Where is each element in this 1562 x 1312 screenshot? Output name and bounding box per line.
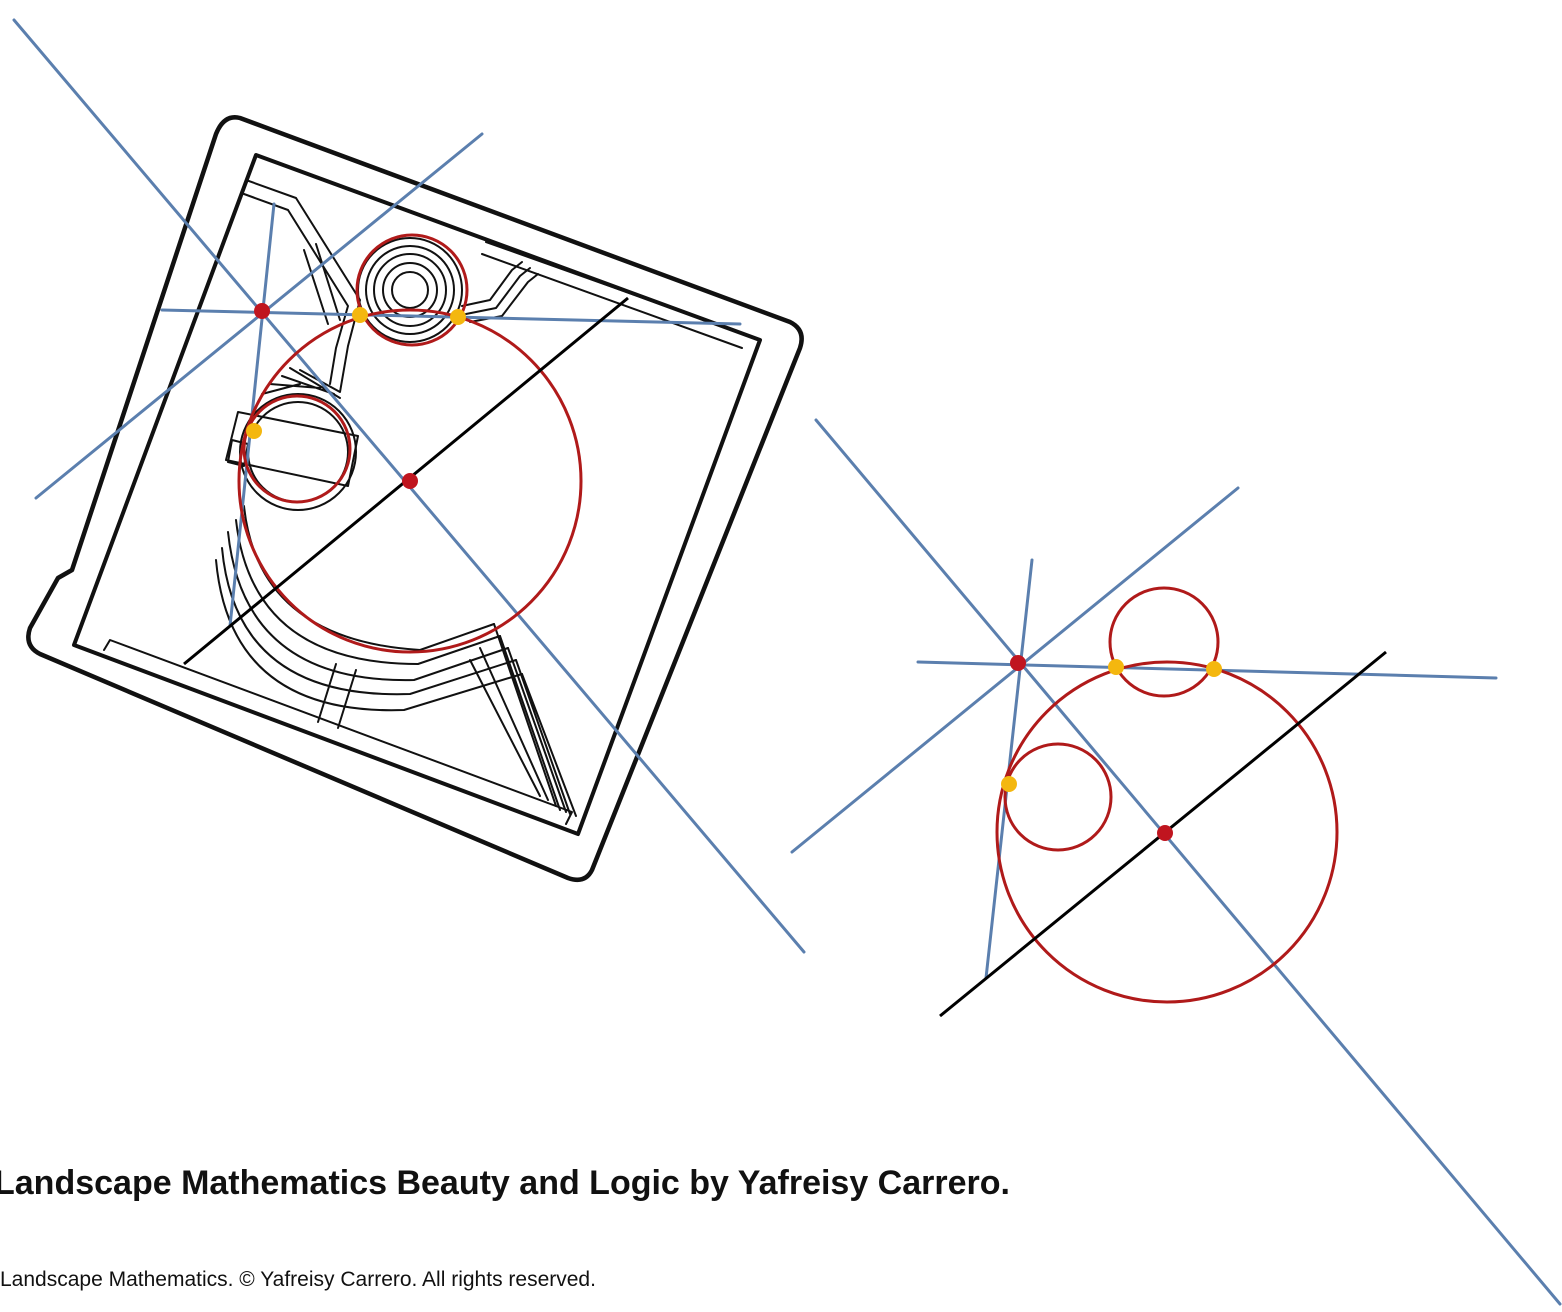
plan-top-ring-3 bbox=[373, 253, 447, 327]
plan-left-hatch bbox=[261, 367, 341, 399]
right-center-point bbox=[1157, 825, 1173, 841]
left-center-point bbox=[402, 473, 418, 489]
left-big-circle bbox=[237, 308, 583, 654]
plan-top-connector bbox=[461, 261, 539, 323]
left-circles bbox=[237, 233, 583, 654]
plan-y-walk-branch bbox=[303, 243, 341, 325]
right-intersection-point bbox=[1010, 655, 1026, 671]
caption-title: Landscape Mathematics Beauty and Logic b… bbox=[0, 1164, 1010, 1202]
garden-plan bbox=[26, 115, 804, 882]
plan-bottom-path bbox=[103, 639, 573, 825]
plan-fan-lines bbox=[469, 623, 577, 817]
plan-left-ring-1 bbox=[239, 393, 357, 511]
plan-outer-wall bbox=[26, 115, 804, 882]
plan-bottom-connector bbox=[317, 663, 357, 729]
copyright-notice: Landscape Mathematics. © Yafreisy Carrer… bbox=[0, 1268, 596, 1291]
left-tangent-point-2 bbox=[450, 309, 466, 325]
right-top-circle bbox=[1108, 586, 1220, 698]
plan-top-ring-2 bbox=[365, 245, 455, 335]
right-left-circle bbox=[1003, 742, 1113, 852]
left-top-circle bbox=[355, 233, 469, 347]
plan-arc-bundle bbox=[215, 505, 523, 712]
left-left-circle bbox=[242, 394, 352, 504]
left-tangent-point-1 bbox=[352, 307, 368, 323]
left-intersection-point bbox=[254, 303, 270, 319]
right-big-circle bbox=[995, 660, 1339, 1004]
left-points bbox=[246, 303, 466, 489]
right-circles bbox=[995, 586, 1339, 1004]
right-points bbox=[1001, 655, 1222, 841]
right-tangent-point-1 bbox=[1108, 659, 1124, 675]
right-tangent-point-3 bbox=[1001, 776, 1017, 792]
plan-inner-wall bbox=[72, 153, 762, 836]
right-tangent-point-2 bbox=[1206, 661, 1222, 677]
left-tangent-point-3 bbox=[246, 423, 262, 439]
plan-top-path bbox=[481, 241, 751, 349]
plan-top-ring-5 bbox=[391, 271, 429, 309]
right-line-steep bbox=[814, 418, 1562, 1306]
